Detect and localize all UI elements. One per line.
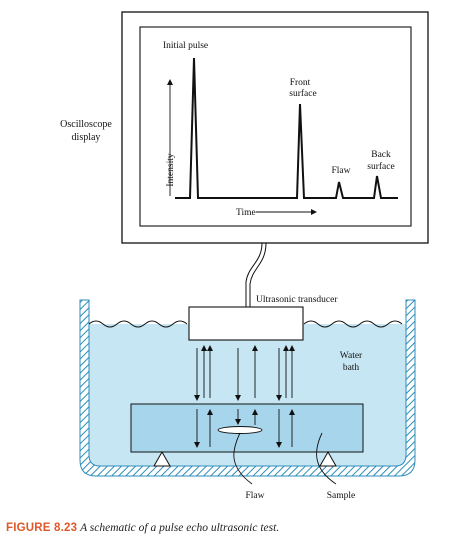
figure-number: FIGURE 8.23 <box>6 522 78 534</box>
sample-callout-label: Sample <box>327 491 356 501</box>
sample-callout-leader <box>316 432 337 485</box>
flaw-peak-label: Flaw <box>332 166 351 176</box>
oscilloscope-label-line2: display <box>72 132 101 143</box>
ultrasonic-transducer <box>188 306 304 341</box>
front-surface-label-line1: Front <box>290 78 311 88</box>
ultrasonic-transducer-label: Ultrasonic transducer <box>256 295 338 305</box>
oscilloscope-display: Initial pulse Front surface Back surface… <box>121 11 429 244</box>
intensity-axis-label: Intensity <box>166 153 176 186</box>
flaw-callout-leader <box>233 432 253 485</box>
transducer-cable <box>245 242 267 308</box>
water-bath-label-line2: bath <box>343 363 360 373</box>
figure-caption-text: A schematic of a pulse echo ultrasonic t… <box>80 522 280 534</box>
flaw-ellipse <box>217 426 263 434</box>
flaw-callout-label: Flaw <box>246 491 265 501</box>
sample-support-right <box>319 450 337 467</box>
oscilloscope-label-line1: Oscilloscope <box>60 119 112 130</box>
time-axis-label: Time <box>236 208 256 218</box>
initial-pulse-label: Initial pulse <box>163 41 208 51</box>
back-surface-label-line1: Back <box>371 150 391 160</box>
water-surface <box>88 320 403 328</box>
pulse-echo-trace <box>175 57 398 199</box>
water-bath-label-line1: Water <box>340 351 363 361</box>
oscilloscope-screen <box>139 26 412 227</box>
tank-wall <box>79 299 416 477</box>
ultrasonic-wave-arrows <box>194 345 295 448</box>
front-surface-label-line2: surface <box>289 88 316 99</box>
sample-support-left <box>153 450 171 467</box>
figure-caption: FIGURE 8.23 A schematic of a pulse echo … <box>6 522 471 534</box>
pulse-echo-diagram: Initial pulse Front surface Back surface… <box>60 11 429 501</box>
back-surface-label-line2: surface <box>367 161 394 172</box>
